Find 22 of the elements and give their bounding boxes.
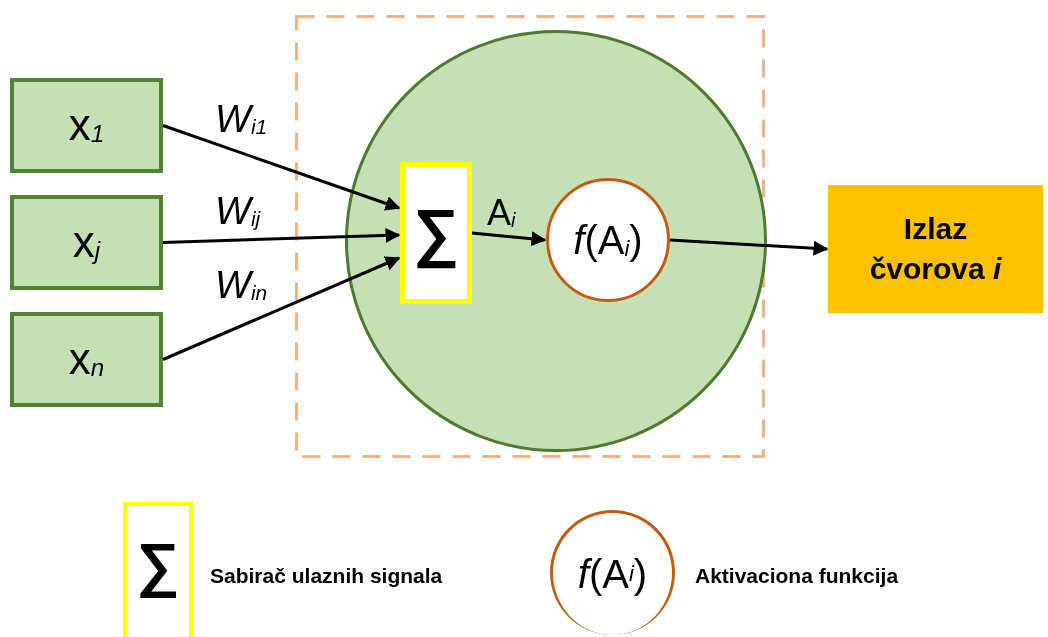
input-label: x$_{n}$ — [68, 336, 105, 383]
neuron-circle — [345, 30, 767, 452]
input-label: x$_{1}$ — [68, 102, 105, 149]
output-box — [828, 185, 1043, 313]
summation-symbol: ∑ — [413, 199, 459, 267]
input-box — [10, 312, 163, 407]
dashed-frame — [295, 15, 765, 458]
arrow — [669, 238, 829, 256]
summation-box — [400, 162, 472, 304]
input-label: x$_{j}$ — [72, 219, 101, 266]
legend-text: Sabirač ulaznih signala — [210, 564, 443, 588]
legend-text: Aktivaciona funkcija — [695, 564, 899, 588]
activation-circle — [546, 178, 670, 302]
arrow — [162, 124, 401, 211]
input-box — [10, 78, 163, 173]
output-label: Izlaz čvorova i — [868, 210, 1003, 287]
arrow — [162, 256, 401, 361]
input-box — [10, 195, 163, 290]
legend-summation-sample: ∑ — [123, 502, 193, 637]
arrow — [471, 231, 547, 247]
activation-function-label: f(A$_{i}$) — [573, 219, 643, 261]
arrow — [162, 227, 401, 244]
